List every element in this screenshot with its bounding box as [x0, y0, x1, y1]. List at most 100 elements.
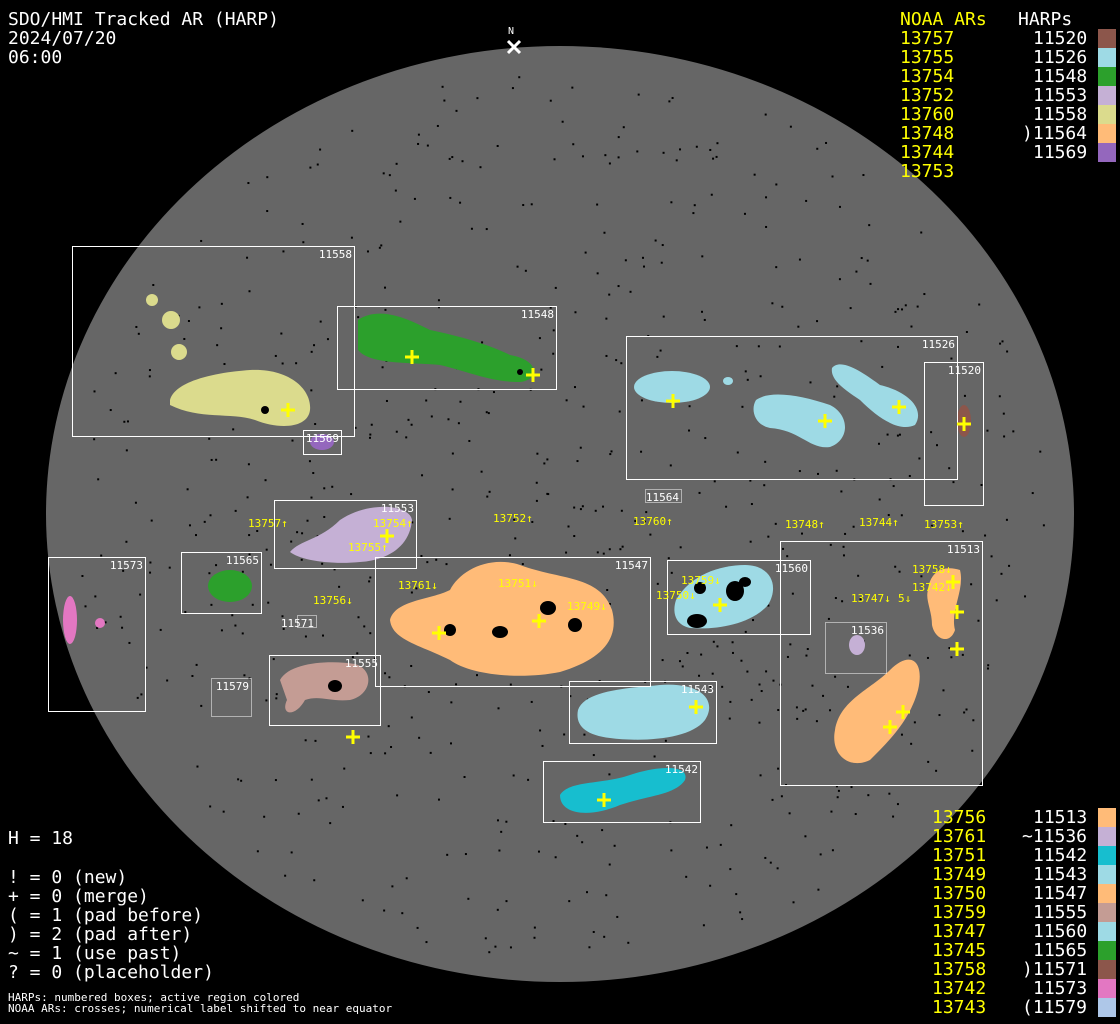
- magnetic-speckle: [844, 532, 847, 535]
- magnetic-speckle: [198, 306, 201, 309]
- magnetic-speckle: [576, 834, 579, 837]
- magnetic-speckle: [366, 250, 369, 253]
- magnetic-speckle: [669, 464, 672, 467]
- magnetic-speckle: [430, 415, 433, 418]
- harp-color-swatch: [1098, 143, 1116, 162]
- harp-box-11565[interactable]: 11565: [181, 552, 262, 614]
- magnetic-speckle: [698, 674, 701, 677]
- harp-box-11526[interactable]: 11526: [626, 336, 958, 480]
- magnetic-speckle: [246, 256, 249, 259]
- magnetic-speckle: [319, 320, 322, 323]
- magnetic-speckle: [370, 423, 373, 426]
- magnetic-speckle: [574, 311, 577, 314]
- magnetic-speckle: [1008, 564, 1011, 567]
- magnetic-speckle: [752, 619, 755, 622]
- harp-box-11569[interactable]: 11569: [303, 430, 342, 455]
- active-region: [310, 434, 334, 450]
- harp-box-11547[interactable]: 11547: [375, 557, 651, 687]
- harp-box-outline: [48, 557, 146, 712]
- magnetic-speckle: [741, 405, 744, 408]
- magnetic-speckle: [952, 481, 955, 484]
- magnetic-speckle: [405, 877, 408, 880]
- sunspot: [568, 618, 582, 632]
- magnetic-speckle: [451, 488, 454, 491]
- magnetic-speckle: [700, 653, 703, 656]
- harp-box-label: 11526: [922, 338, 955, 351]
- magnetic-speckle: [716, 142, 719, 145]
- magnetic-speckle: [854, 813, 857, 816]
- magnetic-speckle: [265, 548, 268, 551]
- harp-box-11571[interactable]: 11571: [281, 615, 317, 631]
- magnetic-speckle: [653, 755, 656, 758]
- magnetic-speckle: [930, 431, 933, 434]
- harp-color-swatch: [1098, 124, 1116, 143]
- magnetic-speckle: [451, 452, 454, 455]
- harp-box-11573[interactable]: 11573: [48, 557, 146, 712]
- magnetic-speckle: [592, 930, 595, 933]
- magnetic-speckle: [978, 303, 981, 306]
- magnetic-speckle: [918, 457, 921, 460]
- magnetic-speckle: [1006, 350, 1009, 353]
- harp-box-11513[interactable]: 11513: [780, 541, 983, 786]
- magnetic-speckle: [744, 630, 747, 633]
- harp-box-11564[interactable]: 11564: [645, 489, 682, 505]
- magnetic-speckle: [139, 593, 142, 596]
- magnetic-speckle: [637, 93, 640, 96]
- magnetic-speckle: [437, 299, 440, 302]
- harp-box-11520[interactable]: 11520: [924, 362, 984, 506]
- magnetic-speckle: [413, 197, 416, 200]
- harp-box-11558[interactable]: 11558: [72, 246, 355, 437]
- magnetic-speckle: [636, 150, 639, 153]
- noaa-label: 13759↓: [681, 574, 721, 587]
- noaa-ar-entry: 13755: [900, 47, 955, 68]
- magnetic-speckle: [661, 659, 664, 662]
- magnetic-speckle: [596, 551, 599, 554]
- harp-box-11553[interactable]: 11553: [274, 500, 417, 569]
- harp-color-swatch: [1098, 808, 1116, 827]
- magnetic-speckle: [786, 555, 789, 558]
- magnetic-speckle: [378, 246, 381, 249]
- magnetic-speckle: [312, 472, 315, 475]
- harp-box-11542[interactable]: 11542: [543, 761, 701, 823]
- harp-box-label: 11579: [216, 680, 249, 693]
- magnetic-speckle: [351, 656, 354, 659]
- harp-box-11543[interactable]: 11543: [569, 681, 717, 744]
- harp-box-11579[interactable]: 11579: [211, 678, 252, 717]
- noaa-ar-entry: 13760: [900, 104, 955, 125]
- magnetic-speckle: [782, 547, 785, 550]
- magnetic-speckle: [457, 422, 460, 425]
- magnetic-speckle: [485, 228, 488, 231]
- stat-line: ( = 1 (pad before): [8, 905, 204, 926]
- noaa-cross-icon: [346, 730, 360, 744]
- active-region: [849, 635, 865, 655]
- magnetic-speckle: [480, 470, 483, 473]
- magnetic-speckle: [693, 204, 696, 207]
- magnetic-speckle: [743, 212, 746, 215]
- noaa-cross-icon: [950, 642, 964, 656]
- sunspot: [726, 581, 744, 601]
- sunspot: [739, 577, 751, 587]
- magnetic-speckle: [405, 436, 408, 439]
- active-region: [723, 377, 733, 385]
- magnetic-speckle: [215, 458, 218, 461]
- magnetic-speckle: [275, 697, 278, 700]
- magnetic-speckle: [817, 472, 820, 475]
- magnetic-speckle: [565, 399, 568, 402]
- magnetic-speckle: [333, 568, 336, 571]
- harp-box-11555[interactable]: 11555: [269, 655, 381, 726]
- magnetic-speckle: [834, 675, 837, 678]
- harp-box-11536[interactable]: 11536: [825, 622, 887, 674]
- harp-entry: ~11536: [1022, 826, 1088, 847]
- magnetic-speckle: [516, 265, 519, 268]
- magnetic-speckle: [1039, 450, 1042, 453]
- magnetic-speckle: [602, 505, 605, 508]
- noaa-label: 13753↑: [924, 518, 964, 531]
- magnetic-speckle: [301, 532, 304, 535]
- harp-box-label: 11520: [948, 364, 981, 377]
- harp-box-label: 11547: [615, 559, 648, 572]
- magnetic-speckle: [306, 519, 309, 522]
- harp-box-11548[interactable]: 11548: [337, 306, 557, 390]
- magnetic-speckle: [602, 552, 605, 555]
- harp-box-11560[interactable]: 11560: [667, 560, 811, 635]
